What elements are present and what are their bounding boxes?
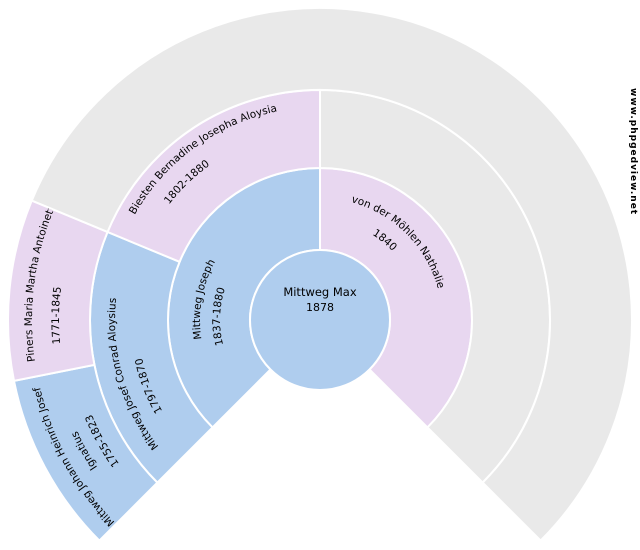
center-person-circle[interactable] [249,249,391,391]
person-arc-label: 1771-1845 [50,286,64,345]
fan-empty-great-grandparents [30,7,633,543]
watermark-url: www.phpgedview.net [628,88,638,216]
center-person-name: Mittweg Max [283,285,357,299]
center-person-years: 1878 [306,301,334,314]
